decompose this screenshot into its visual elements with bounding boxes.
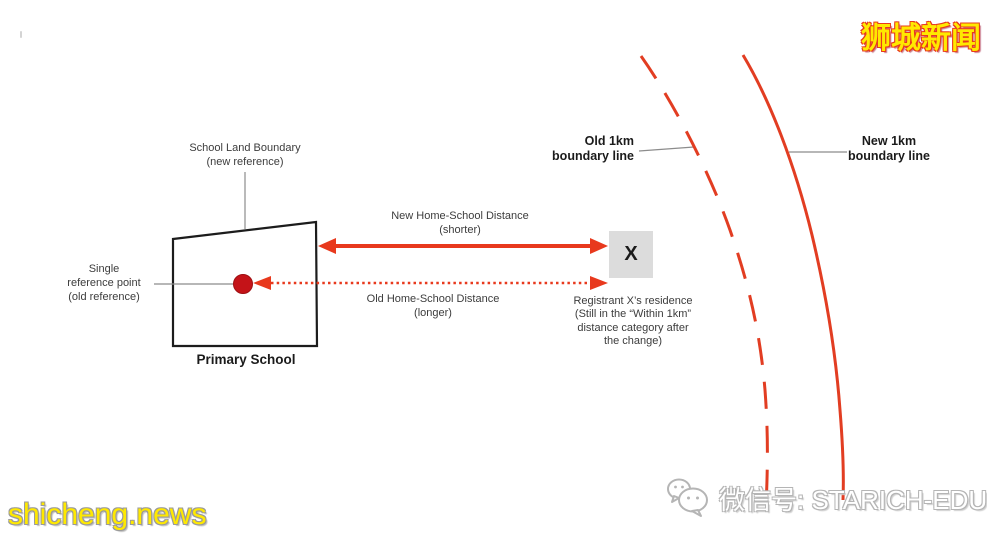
school-land-boundary-label: School Land Boundary (new reference) bbox=[189, 142, 301, 169]
new-distance-label: New Home-School Distance (shorter) bbox=[391, 210, 529, 237]
wechat-watermark: 微信号: STARICH-EDU bbox=[664, 474, 987, 523]
old-distance-label: Old Home-School Distance (longer) bbox=[366, 293, 500, 320]
wechat-account-label: 微信号: STARICH-EDU bbox=[719, 485, 987, 515]
site-watermark-text: shicheng.news bbox=[8, 498, 207, 531]
residence-caption: Registrant X’s residence (Still in the “… bbox=[573, 295, 693, 348]
new-distance-arrowhead-left bbox=[318, 238, 336, 254]
old-distance-arrowhead-right bbox=[590, 276, 608, 290]
new-distance-arrowhead-right bbox=[590, 238, 608, 254]
single-reference-point-label: Single reference point (old reference) bbox=[67, 263, 141, 304]
new-1km-boundary-curve bbox=[741, 54, 845, 501]
site-logo-text: 狮城新闻 bbox=[861, 22, 981, 55]
new-1km-boundary-label: New 1km boundary line bbox=[848, 134, 930, 163]
wechat-icon bbox=[664, 474, 712, 523]
old-1km-boundary-curve bbox=[639, 55, 769, 508]
old-boundary-leader-line bbox=[638, 146, 695, 152]
residence-marker-box: X bbox=[609, 231, 653, 278]
single-reference-point-dot bbox=[233, 274, 253, 294]
old-1km-boundary-label: Old 1km boundary line bbox=[552, 134, 634, 163]
artifact-mark bbox=[20, 31, 22, 38]
old-distance-arrowhead-left bbox=[253, 276, 271, 290]
primary-school-label: Primary School bbox=[196, 352, 296, 367]
residence-marker-letter: X bbox=[624, 243, 638, 265]
